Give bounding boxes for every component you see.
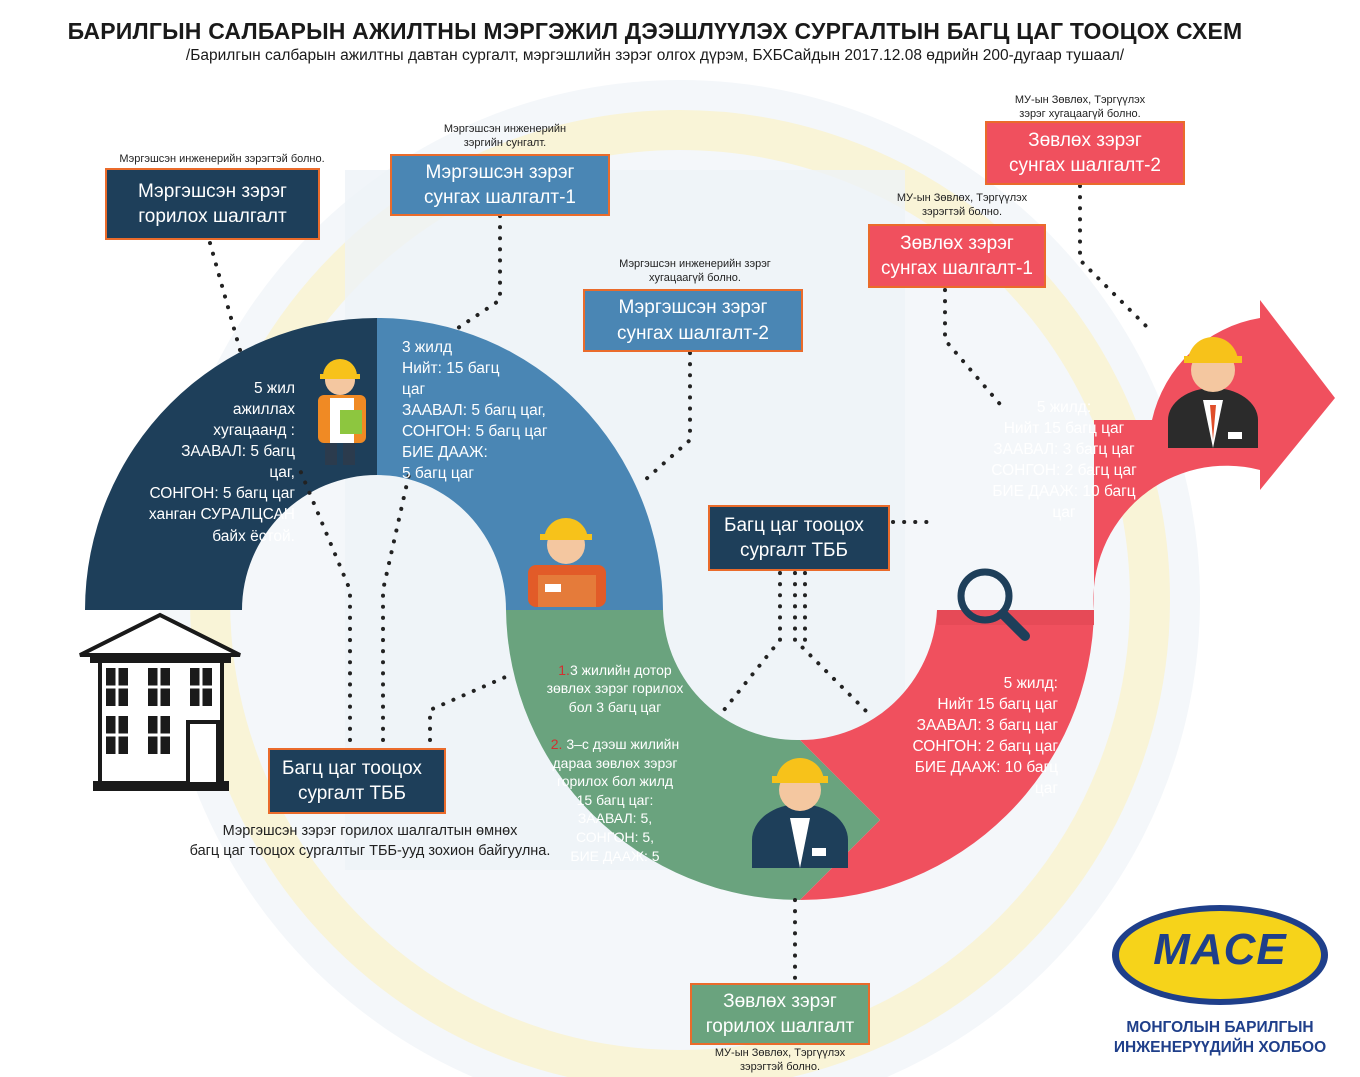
note-b6: МУ-ын Зөвлөх, Тэргүүлэх зэрэгтэй болно. — [714, 1047, 846, 1073]
page-subtitle: /Барилгын салбарын ажилтны давтан сургал… — [185, 47, 1125, 64]
box-qualified-renewal-2: Мэргэшсэн зэрэг сунгах шалгалт-2 — [583, 289, 803, 352]
segment-navy — [85, 318, 377, 610]
note-t1: Мэргэшсэн зэрэг горилох шалгалтын өмнөх … — [189, 823, 551, 859]
building-icon — [79, 612, 241, 791]
segment-red-lower-text: 5 жилд: Нийт 15 багц цаг ЗААВАЛ: 3 багц … — [912, 675, 1058, 798]
box-training-ngo-1: Багц цаг тооцох сургалт ТББ — [268, 748, 446, 814]
box-consultant-renewal-1: Зөвлөх зэрэг сунгах шалгалт-1 — [868, 224, 1046, 288]
box-qualified-renewal-1: Мэргэшсэн зэрэг сунгах шалгалт-1 — [390, 154, 610, 216]
worker-icon — [528, 518, 606, 607]
worker-icon — [318, 359, 366, 465]
mace-logo-text: MACE — [1153, 925, 1287, 974]
page-title: БАРИЛГЫН САЛБАРЫН АЖИЛТНЫ МЭРГЭЖИЛ ДЭЭШЛ… — [67, 18, 1243, 44]
note-b5: МУ-ын Зөвлөх, Тэргүүлэх зэрэг хугацаагүй… — [1014, 94, 1146, 120]
businessman-icon — [1168, 337, 1258, 448]
segment-red-upper-text: 5 жилд: Нийт 15 багц цаг ЗААВАЛ: 3 багц … — [991, 399, 1137, 522]
box-consultant-exam: Зөвлөх зэрэг горилох шалгалт — [690, 983, 870, 1045]
box-consultant-renewal-2: Зөвлөх зэрэг сунгах шалгалт-2 — [985, 121, 1185, 185]
magnifier-icon — [957, 568, 1030, 641]
note-b3: Мэргэшсэн инженерийн зэрэг хугацаагүй бо… — [619, 258, 771, 284]
note-b4: МУ-ын Зөвлөх, Тэргүүлэх зэрэгтэй болно. — [896, 192, 1028, 218]
segment-red — [800, 300, 1335, 900]
box-training-ngo-2: Багц цаг тооцох сургалт ТББ — [708, 505, 890, 571]
box-qualified-exam: Мэргэшсэн зэрэг горилох шалгалт — [105, 168, 320, 240]
engineer-icon — [752, 758, 848, 868]
mace-logo — [1112, 905, 1328, 1005]
segment-blue-text: 3 жилд Нийт: 15 багц цаг ЗААВАЛ: 5 багц … — [402, 339, 548, 483]
segment-green-text: 1.3 жилийн дотор зөвлөх зэрэг горилох бо… — [546, 661, 684, 864]
note-b2: Мэргэшсэн инженерийн зэргийн сунгалт. — [443, 123, 567, 149]
org-name: МОНГОЛЫН БАРИЛГЫН ИНЖЕНЕРҮҮДИЙН ХОЛБОО — [1113, 1019, 1327, 1057]
segment-navy-text: 5 жил ажиллах хугацаанд : ЗААВАЛ: 5 багц… — [148, 380, 295, 545]
note-b1: Мэргэшсэн инженерийн зэрэгтэй болно. — [119, 153, 325, 165]
